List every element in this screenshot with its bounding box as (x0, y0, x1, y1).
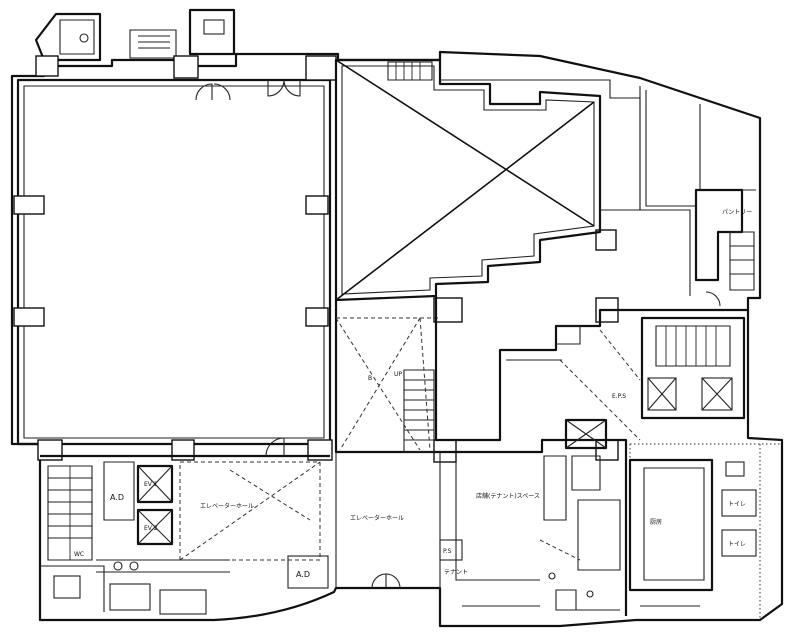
label-wc: WC (74, 551, 84, 558)
left-stair (48, 466, 92, 560)
label-ps: P.S (443, 548, 452, 555)
label-ev2: EV 2 (144, 525, 158, 532)
label-elevator-hall: エレベーターホール (350, 514, 404, 522)
label-eps: E.P.S (612, 393, 626, 400)
label-ad-left: A.D (110, 493, 124, 502)
label-up: UP (394, 371, 402, 378)
corridor-stair (404, 379, 434, 441)
label-kitchen: 厨房 (650, 518, 662, 526)
atrium-void (334, 58, 602, 302)
structural-columns (13, 55, 619, 463)
svg-text:テナント: テナント (444, 569, 468, 576)
svg-text:トイレ: トイレ (728, 501, 746, 508)
svg-text:エレベーターホール: エレベーターホール (200, 502, 254, 510)
label-ev1: EV 1 (144, 481, 158, 488)
central-corridor: B UP エレベーターホール (334, 300, 441, 590)
svg-text:トイレ: トイレ (728, 541, 746, 548)
lower-left-core: A.D EV 1 EV 2 エレベーターホール A.D WC (40, 79, 330, 615)
right-mid-section: E.P.S (434, 291, 748, 442)
top-strip (79, 19, 433, 81)
lower-right-rooms: 店舗(テナント)スペース 厨房 トイレ トイレ P.S テナント (439, 418, 782, 620)
label-ad-bottom: A.D (296, 570, 310, 579)
right-stair (665, 326, 717, 366)
label-b: B (368, 375, 372, 382)
svg-text:パントリー: パントリー (722, 209, 752, 216)
upper-right-rooms: パントリー (440, 79, 756, 296)
label-shop: 店舗(テナント)スペース (476, 492, 540, 500)
